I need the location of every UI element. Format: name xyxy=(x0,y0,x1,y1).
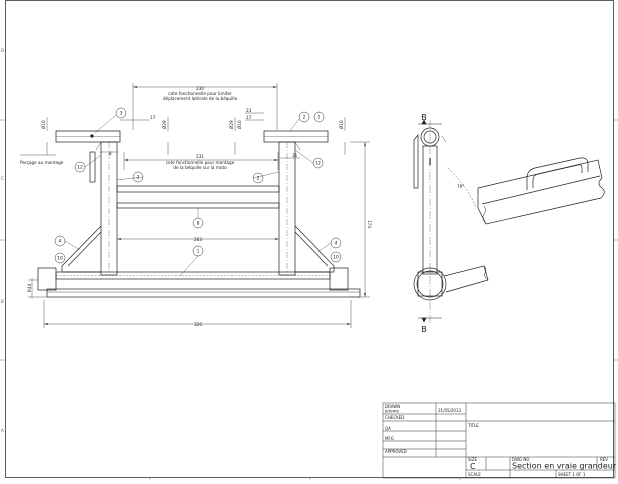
base-plate xyxy=(46,288,361,298)
bracket xyxy=(413,134,419,189)
left-foot xyxy=(37,267,57,291)
section-label-bottom: B xyxy=(421,325,427,334)
balloon-leaders xyxy=(64,114,332,277)
middle-crossbar xyxy=(116,202,280,209)
balloon-8: 8 xyxy=(197,221,200,227)
dim-mount-width-note-1: cote fonctionnelle pour montage xyxy=(166,160,235,165)
detail-handle-outer xyxy=(526,157,589,190)
upper-crossbar xyxy=(116,185,280,193)
front-view xyxy=(37,130,361,298)
dim-inner-width: 263 xyxy=(194,237,202,242)
zone-ticks xyxy=(0,119,618,480)
zone-label-c: C xyxy=(1,176,4,181)
zone-label-b: B xyxy=(1,299,4,304)
lower-tube-inner xyxy=(416,270,444,298)
right-foot xyxy=(329,267,349,291)
balloon-1: 1 xyxy=(197,249,200,255)
zone-label-d: D xyxy=(1,48,4,53)
balloon-2-top: 2 xyxy=(303,115,306,121)
detail-view xyxy=(477,157,605,225)
detail-plate xyxy=(477,159,605,225)
balloon-12-left: 12 xyxy=(77,165,83,171)
tb-size-label: SIZE xyxy=(468,457,477,462)
balloon-2-left: 2 xyxy=(137,175,140,181)
dim-overall-width: 320 xyxy=(194,322,202,327)
detail-handle-inner xyxy=(532,164,583,188)
tb-dwg-no-label: DWG NO xyxy=(512,457,530,462)
dim-mount-width-note-2: de la béquille sur la moto xyxy=(173,165,227,170)
section-arrows xyxy=(418,119,442,323)
balloon-5: 5 xyxy=(318,115,321,121)
balloon-12-right: 12 xyxy=(315,161,321,167)
dim-top-width-note-2: déplacement latérale de la béquille xyxy=(163,96,238,101)
dim-top-width-note-1: cote fonctionnelle pour limiter xyxy=(168,91,232,96)
left-bore-dot xyxy=(90,134,94,138)
dimension-lines xyxy=(20,83,370,328)
tb-qa-label: QA xyxy=(385,426,391,431)
dim-flange-right-b: 17 xyxy=(246,115,252,120)
dim-top-width: 230 xyxy=(196,86,204,91)
dim-flange-left-b: Ø10 xyxy=(41,120,46,129)
dim-flange-left-c: Ø29 xyxy=(162,120,167,129)
balloon-3: 3 xyxy=(120,111,123,117)
arm xyxy=(443,265,489,293)
balloon-2-right: 2 xyxy=(257,176,260,182)
angle-arc xyxy=(447,167,477,209)
dim-flange-right-e: Ø10 xyxy=(339,120,344,129)
balloon-10-left: 10 xyxy=(57,256,63,262)
dim-mount-width: 231 xyxy=(196,154,204,159)
sheet-border xyxy=(5,0,614,478)
tb-dwg-no: Section en vraie grandeur xyxy=(512,462,617,471)
dimension-arrows xyxy=(44,86,366,325)
balloon-4-right: 4 xyxy=(335,241,338,247)
drilling-stub xyxy=(89,151,96,183)
tb-checked-label: CHECKED xyxy=(385,415,404,420)
tb-rev-label: REV xyxy=(600,457,608,462)
note-drilling: Perçage au montage xyxy=(20,160,64,165)
tb-title-label: TITLE xyxy=(467,423,479,428)
balloon-4-left: 4 xyxy=(59,239,62,245)
tb-scale-label: SCALE xyxy=(468,472,481,477)
dim-flange-right-d: Ø29 xyxy=(229,120,234,129)
tb-drawn-by: jerome xyxy=(384,409,399,414)
zone-label-a: A xyxy=(1,428,4,433)
dim-flange-right-a: 23 xyxy=(246,108,252,113)
left-gusset xyxy=(61,225,102,273)
dim-flange-left-a: 17 xyxy=(150,115,156,120)
dim-height: 174 xyxy=(367,220,372,228)
tb-approved-label: APPROVED xyxy=(385,449,407,454)
section-label-top: B xyxy=(421,113,427,122)
angle-label: 79° xyxy=(457,184,464,189)
tb-mfg-label: MFG xyxy=(385,436,394,441)
dim-foot-height: R44 xyxy=(27,283,32,292)
title-block-grid xyxy=(382,402,616,479)
lower-tube-outer xyxy=(413,267,447,301)
arm-break xyxy=(483,265,489,281)
right-gusset xyxy=(294,225,335,273)
dim-flange-right-c: Ø10 xyxy=(237,120,242,129)
tb-drawn-date: 31/05/2013 xyxy=(438,408,462,413)
tb-sheet: SHEET 1 OF 1 xyxy=(558,472,586,477)
balloon-10-right: 10 xyxy=(333,255,339,261)
lower-square-tube xyxy=(417,271,443,297)
side-view xyxy=(413,120,489,325)
dim-offset-8: 8 xyxy=(109,151,112,156)
tb-drawn-label: DRAWN xyxy=(385,404,400,409)
tb-size: C xyxy=(470,462,476,471)
dim-offset-31: 31 xyxy=(292,153,298,158)
